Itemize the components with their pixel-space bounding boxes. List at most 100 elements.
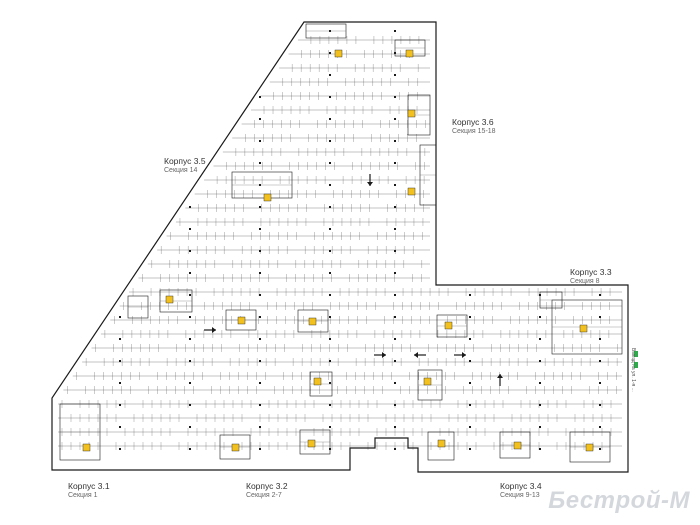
structural-column [394, 404, 396, 406]
structural-column [329, 118, 331, 120]
exit-marker [634, 351, 638, 368]
stairwell [444, 321, 453, 330]
structural-column [469, 360, 471, 362]
stairwell [307, 439, 316, 448]
structural-column [119, 426, 121, 428]
stairwell [437, 439, 446, 448]
structural-column [394, 162, 396, 164]
structural-column [189, 360, 191, 362]
traffic-arrow [414, 352, 426, 358]
structural-column [259, 316, 261, 318]
structural-column [329, 96, 331, 98]
arrow-head [382, 352, 386, 358]
building-title: Корпус 3.4 [500, 481, 542, 491]
stairwell [308, 317, 317, 326]
arrow-head [497, 374, 503, 378]
building-label-3-4: Корпус 3.4 Секция 9-13 [500, 481, 542, 500]
structural-column [469, 448, 471, 450]
building-label-3-1: Корпус 3.1 Секция 1 [68, 481, 110, 500]
structural-column [259, 118, 261, 120]
structural-column [394, 426, 396, 428]
structural-column [329, 162, 331, 164]
building-label-3-5: Корпус 3.5 Секция 14 [164, 156, 206, 175]
structural-column [599, 316, 601, 318]
structural-column [599, 294, 601, 296]
stairwell [313, 377, 322, 386]
stairwell [579, 324, 588, 333]
building-sections: Секция 14 [164, 166, 198, 174]
structural-column [394, 96, 396, 98]
stairwell [82, 443, 91, 452]
structural-column [394, 338, 396, 340]
structural-column [189, 382, 191, 384]
structural-column [469, 316, 471, 318]
structural-column [189, 404, 191, 406]
structural-column [189, 272, 191, 274]
building-sections: Секция 8 [570, 277, 600, 285]
structural-column [394, 360, 396, 362]
structural-column [189, 316, 191, 318]
stairwell [407, 109, 416, 118]
structural-column [259, 250, 261, 252]
structural-column [469, 382, 471, 384]
structural-column [119, 382, 121, 384]
structural-column [329, 338, 331, 340]
structural-column [329, 184, 331, 186]
structural-column [329, 272, 331, 274]
stairwell [423, 377, 432, 386]
structural-column [599, 338, 601, 340]
arrow-head [462, 352, 466, 358]
stairwell [165, 295, 174, 304]
structural-column [599, 404, 601, 406]
structural-column [599, 382, 601, 384]
arrow-head [414, 352, 418, 358]
structural-column [259, 228, 261, 230]
structural-column [469, 294, 471, 296]
structural-column [119, 338, 121, 340]
structural-column [119, 404, 121, 406]
structural-column [259, 360, 261, 362]
stairwell [263, 193, 272, 202]
structural-column [329, 316, 331, 318]
structural-column [259, 206, 261, 208]
structural-column [394, 118, 396, 120]
structural-column [329, 206, 331, 208]
building-label-3-2: Корпус 3.2 Секция 2-7 [246, 481, 288, 500]
building-title: Корпус 3.3 [570, 267, 612, 277]
stairwell [334, 49, 343, 58]
structural-column [394, 382, 396, 384]
structural-column [119, 448, 121, 450]
structural-column [394, 294, 396, 296]
building-label-3-6: Корпус 3.6 Секция 15-18 [452, 117, 496, 136]
structural-column [189, 206, 191, 208]
structural-column [394, 250, 396, 252]
structural-column [329, 250, 331, 252]
structural-column [539, 426, 541, 428]
structural-column [189, 228, 191, 230]
stairwell [237, 316, 246, 325]
structural-column [259, 426, 261, 428]
structural-column [394, 140, 396, 142]
structural-column [539, 360, 541, 362]
structural-column [119, 360, 121, 362]
structural-column [329, 228, 331, 230]
stairwell [513, 441, 522, 450]
structural-column [329, 140, 331, 142]
structural-column [189, 294, 191, 296]
structural-column [599, 426, 601, 428]
traffic-arrow [204, 327, 216, 333]
stairwell [585, 443, 594, 452]
structural-column [329, 74, 331, 76]
structural-column [539, 404, 541, 406]
exit-note: Выезд на ул. 1-я ... [630, 348, 636, 392]
structural-column [259, 338, 261, 340]
stairwell [405, 49, 414, 58]
building-sections: Секция 15-18 [452, 127, 496, 135]
structural-column [329, 382, 331, 384]
traffic-arrow [367, 174, 373, 186]
structural-column [539, 448, 541, 450]
structural-column [259, 382, 261, 384]
building-label-3-3: Корпус 3.3 Секция 8 [570, 267, 612, 286]
watermark: Бестрой-М [548, 487, 690, 514]
